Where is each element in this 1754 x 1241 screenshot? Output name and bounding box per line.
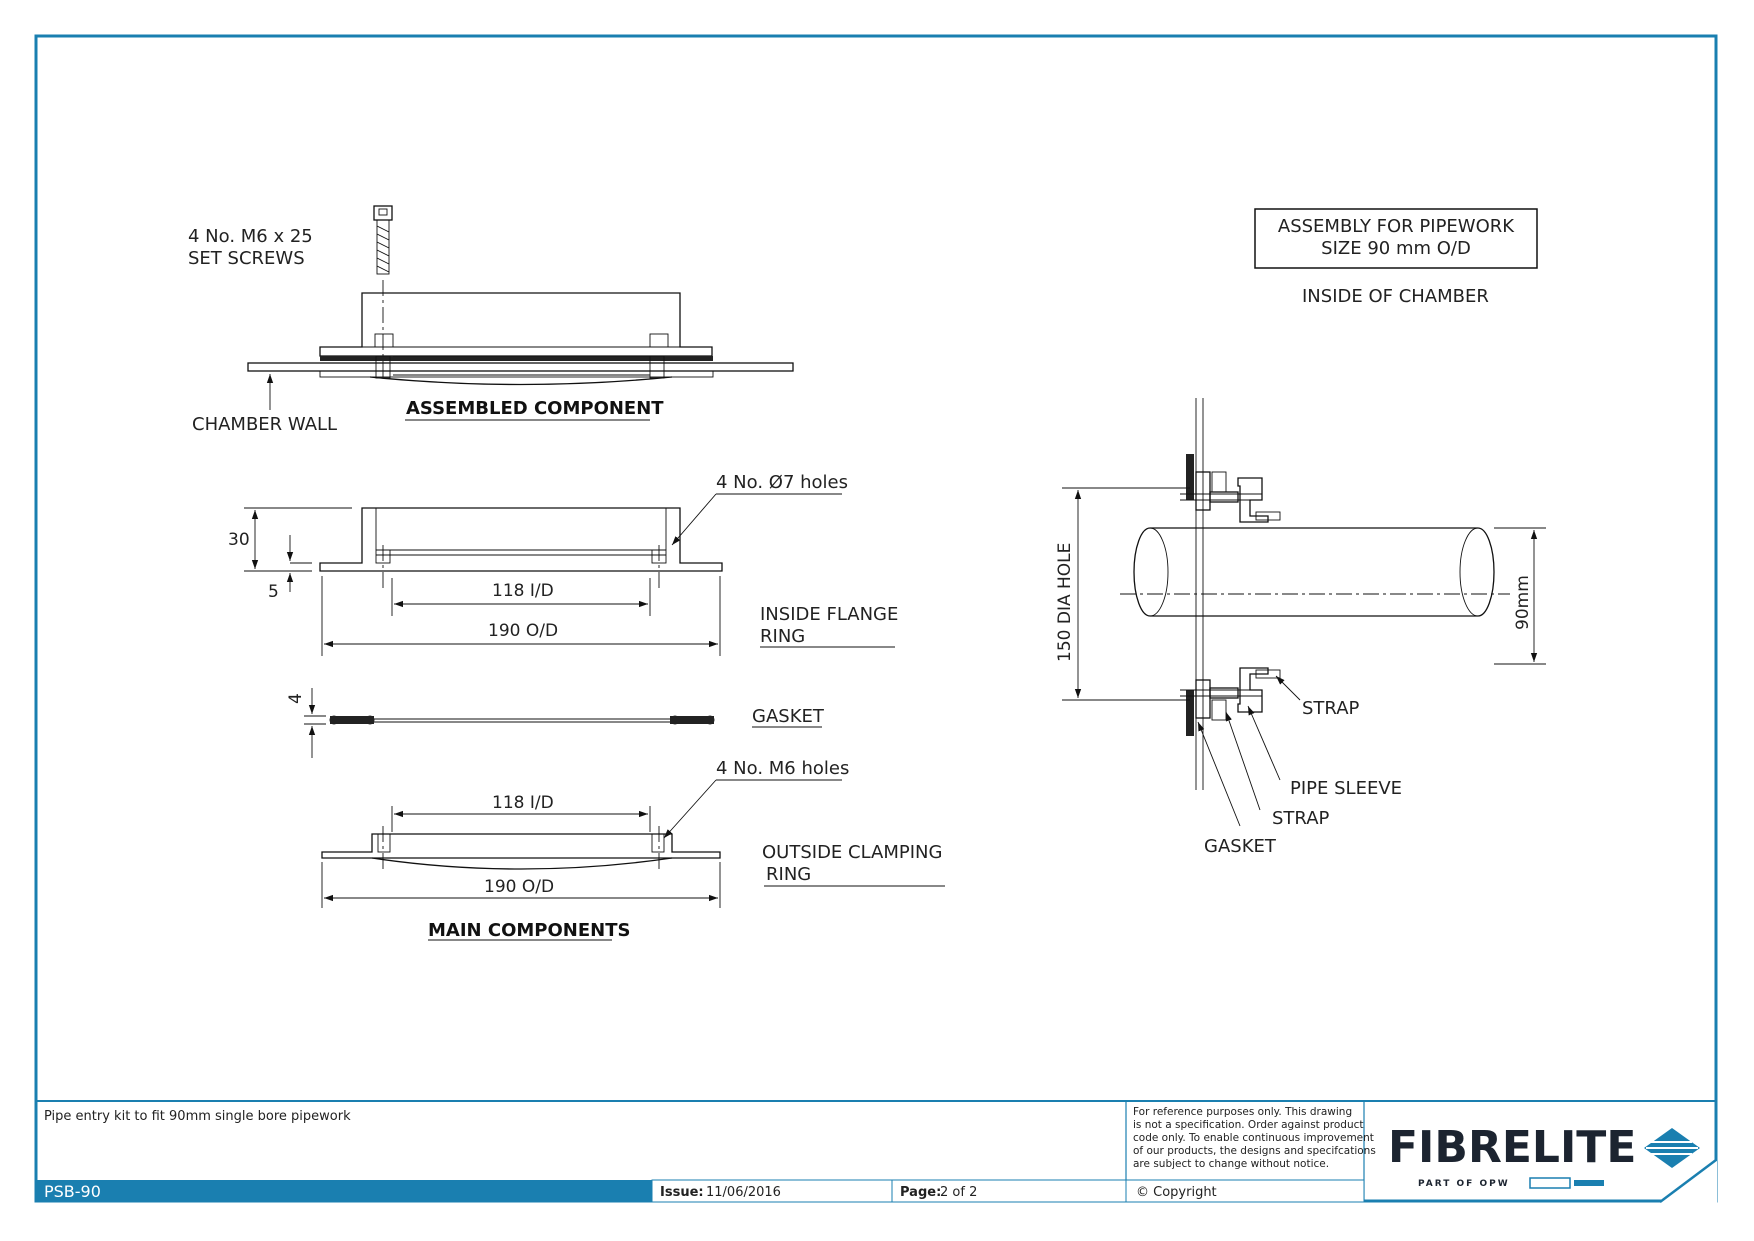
- dim-150-dia-hole: 150 DIA HOLE: [1055, 543, 1075, 662]
- dim-190-od-outside: 190 O/D: [484, 877, 554, 897]
- logo-subtitle: PART OF OPW: [1418, 1179, 1510, 1189]
- copyright: © Copyright: [1136, 1185, 1217, 1200]
- label-strap-lower: STRAP: [1272, 808, 1330, 829]
- issue-value: 11/06/2016: [706, 1185, 781, 1200]
- gasket-view: [304, 688, 822, 758]
- note-line-3: code only. To enable continuous improvem…: [1133, 1132, 1374, 1144]
- assembly-title-line-2: SIZE 90 mm O/D: [1321, 238, 1471, 259]
- assembly-title-box: [1254, 208, 1538, 269]
- label-strap-upper: STRAP: [1302, 698, 1360, 719]
- label-inside-flange-ring: RING: [760, 626, 805, 647]
- page-label: Page:: [900, 1185, 941, 1200]
- fibrelite-logo: FIBRELITE PART OF OPW: [1388, 1122, 1700, 1189]
- note-line-1: For reference purposes only. This drawin…: [1133, 1106, 1352, 1118]
- dim-118-id-outside: 118 I/D: [492, 793, 554, 813]
- logo-wordmark: FIBRELITE: [1388, 1122, 1636, 1173]
- assembly-title-line-1: ASSEMBLY FOR PIPEWORK: [1278, 216, 1515, 237]
- assembled-component-view: [247, 205, 794, 421]
- label-gasket-assembly: GASKET: [1204, 836, 1277, 857]
- label-chamber-wall: CHAMBER WALL: [192, 414, 337, 435]
- label-holes-m6: 4 No. M6 holes: [716, 758, 849, 779]
- label-outside-clamping: OUTSIDE CLAMPING: [762, 842, 942, 863]
- label-gasket: GASKET: [752, 706, 825, 727]
- note-line-5: are subject to change without notice.: [1133, 1158, 1329, 1170]
- drawing-description: Pipe entry kit to fit 90mm single bore p…: [44, 1109, 351, 1124]
- label-set-screws-qty: 4 No. M6 x 25: [188, 226, 313, 247]
- dim-190-od-inside: 190 O/D: [488, 621, 558, 641]
- dim-5: 5: [268, 582, 279, 602]
- outside-clamping-ring-view: [321, 779, 945, 941]
- dim-4: 4: [286, 693, 306, 704]
- label-inside-flange: INSIDE FLANGE: [760, 604, 898, 625]
- label-outside-clamping-ring: RING: [766, 864, 811, 885]
- title-main-components: MAIN COMPONENTS: [428, 920, 630, 941]
- title-assembled-component: ASSEMBLED COMPONENT: [406, 398, 664, 419]
- label-set-screws: SET SCREWS: [188, 248, 305, 269]
- inside-flange-ring-view: [244, 493, 895, 656]
- dim-90mm: 90mm: [1513, 575, 1533, 630]
- page-value: 2 of 2: [940, 1185, 977, 1200]
- assembly-section-view: [1062, 398, 1546, 827]
- logo-badge: [1529, 1177, 1571, 1189]
- logo-arrow-icon: [1644, 1128, 1700, 1168]
- drawing-code: PSB-90: [44, 1182, 101, 1201]
- title-block: [36, 1100, 1717, 1203]
- label-pipe-sleeve: PIPE SLEEVE: [1290, 778, 1402, 799]
- note-line-4: of our products, the designs and specifc…: [1133, 1145, 1376, 1157]
- issue-label: Issue:: [660, 1185, 704, 1200]
- dim-30: 30: [228, 530, 250, 550]
- label-holes-7: 4 No. Ø7 holes: [716, 472, 848, 493]
- dim-118-id-inside: 118 I/D: [492, 581, 554, 601]
- note-line-2: is not a specification. Order against pr…: [1133, 1119, 1364, 1131]
- label-inside-of-chamber: INSIDE OF CHAMBER: [1302, 286, 1489, 307]
